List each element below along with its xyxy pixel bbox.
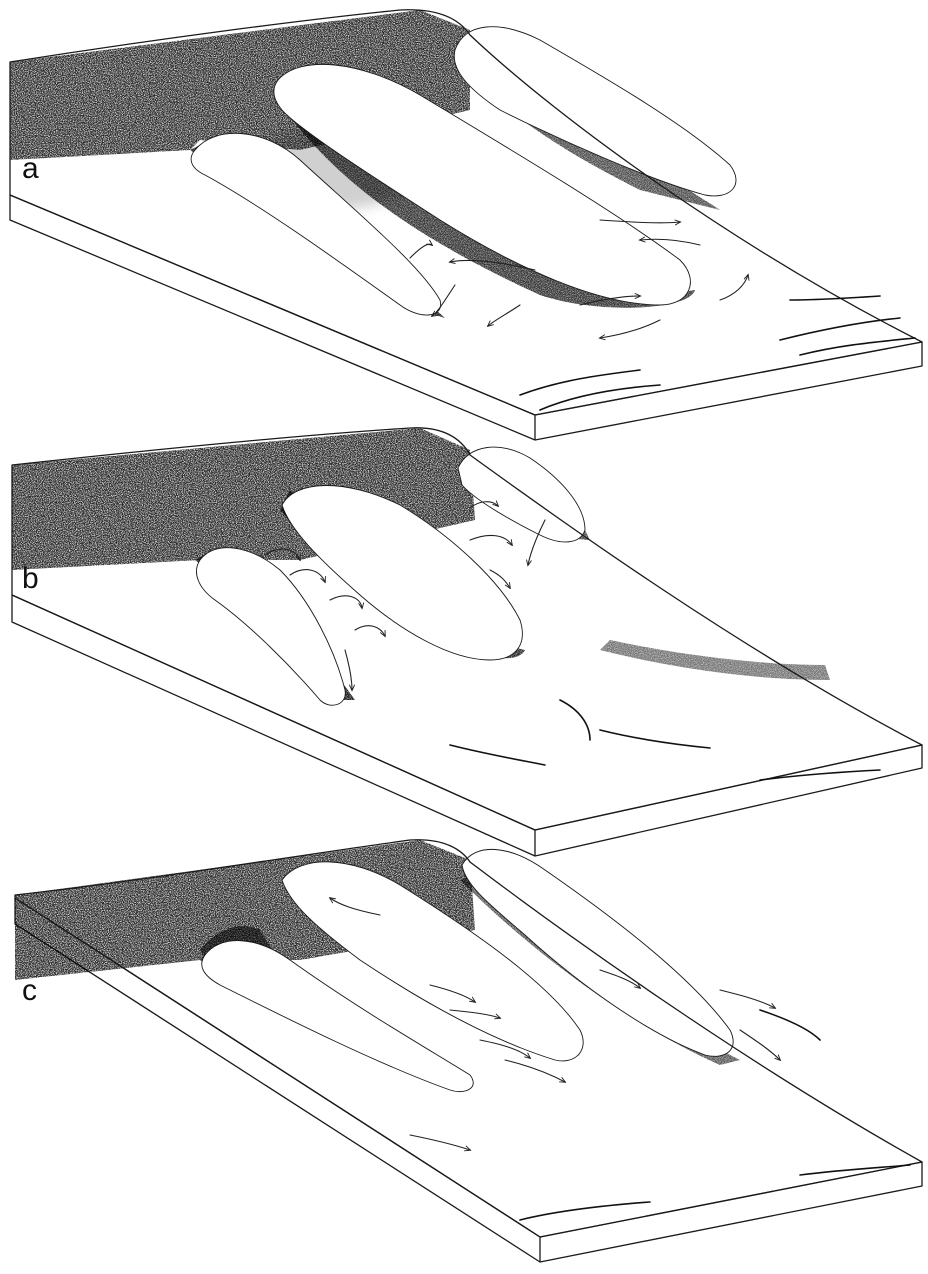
block-diagram-c: c [15,840,922,1262]
block-diagram-a: a [10,10,922,440]
bedform-marks [520,296,915,410]
ridge-left [196,548,345,706]
ridge-right [458,447,585,542]
block-diagram-b: b [12,428,922,856]
panel-label-a: a [22,152,39,185]
panel-label-c: c [22,974,37,1007]
panel-label-b: b [22,562,39,595]
